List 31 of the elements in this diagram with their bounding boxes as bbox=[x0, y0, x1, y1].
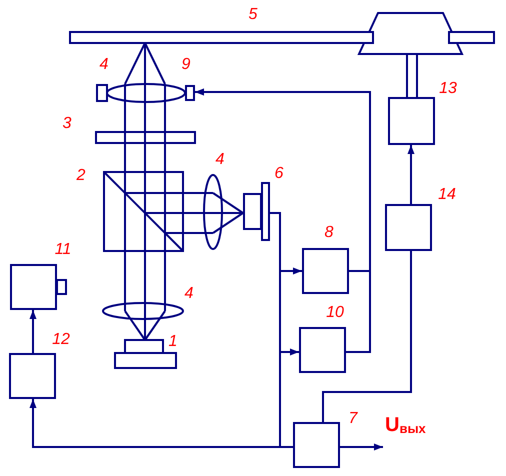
actuator-block bbox=[185, 85, 195, 101]
connector-arrow bbox=[30, 212, 281, 448]
unit-block bbox=[302, 248, 349, 294]
callout-number: 4 bbox=[216, 152, 224, 168]
callout-number: 5 bbox=[248, 7, 258, 23]
unit-block bbox=[293, 422, 340, 468]
connector-arrow bbox=[340, 444, 383, 450]
callout-number: 12 bbox=[52, 332, 70, 348]
photodetector-symbol bbox=[243, 182, 270, 241]
callout-number: 2 bbox=[76, 168, 86, 184]
connector-arrow bbox=[408, 145, 414, 204]
unit-block bbox=[299, 327, 346, 373]
callout-number: 1 bbox=[168, 334, 178, 350]
callout-number: 7 bbox=[348, 411, 358, 427]
callout-number: 9 bbox=[182, 57, 190, 73]
connector-arrow bbox=[30, 310, 36, 353]
callout-number: 4 bbox=[184, 286, 194, 302]
callout-number: 6 bbox=[274, 166, 284, 182]
unit-block bbox=[388, 97, 435, 145]
unit-block bbox=[9, 353, 56, 399]
callout-number: 8 bbox=[324, 225, 334, 241]
callout-number: 3 bbox=[62, 116, 72, 132]
edge-label: U$_{вых}$ bbox=[385, 415, 426, 435]
callout-number: 4 bbox=[100, 57, 108, 73]
callout-number: 11 bbox=[54, 242, 72, 258]
connector-arrow bbox=[195, 88, 371, 353]
callout-number: 10 bbox=[326, 305, 344, 321]
unit-block bbox=[385, 204, 432, 251]
callout-number: 14 bbox=[438, 187, 456, 203]
callout-number: 13 bbox=[439, 81, 457, 97]
camera-block bbox=[10, 264, 67, 310]
